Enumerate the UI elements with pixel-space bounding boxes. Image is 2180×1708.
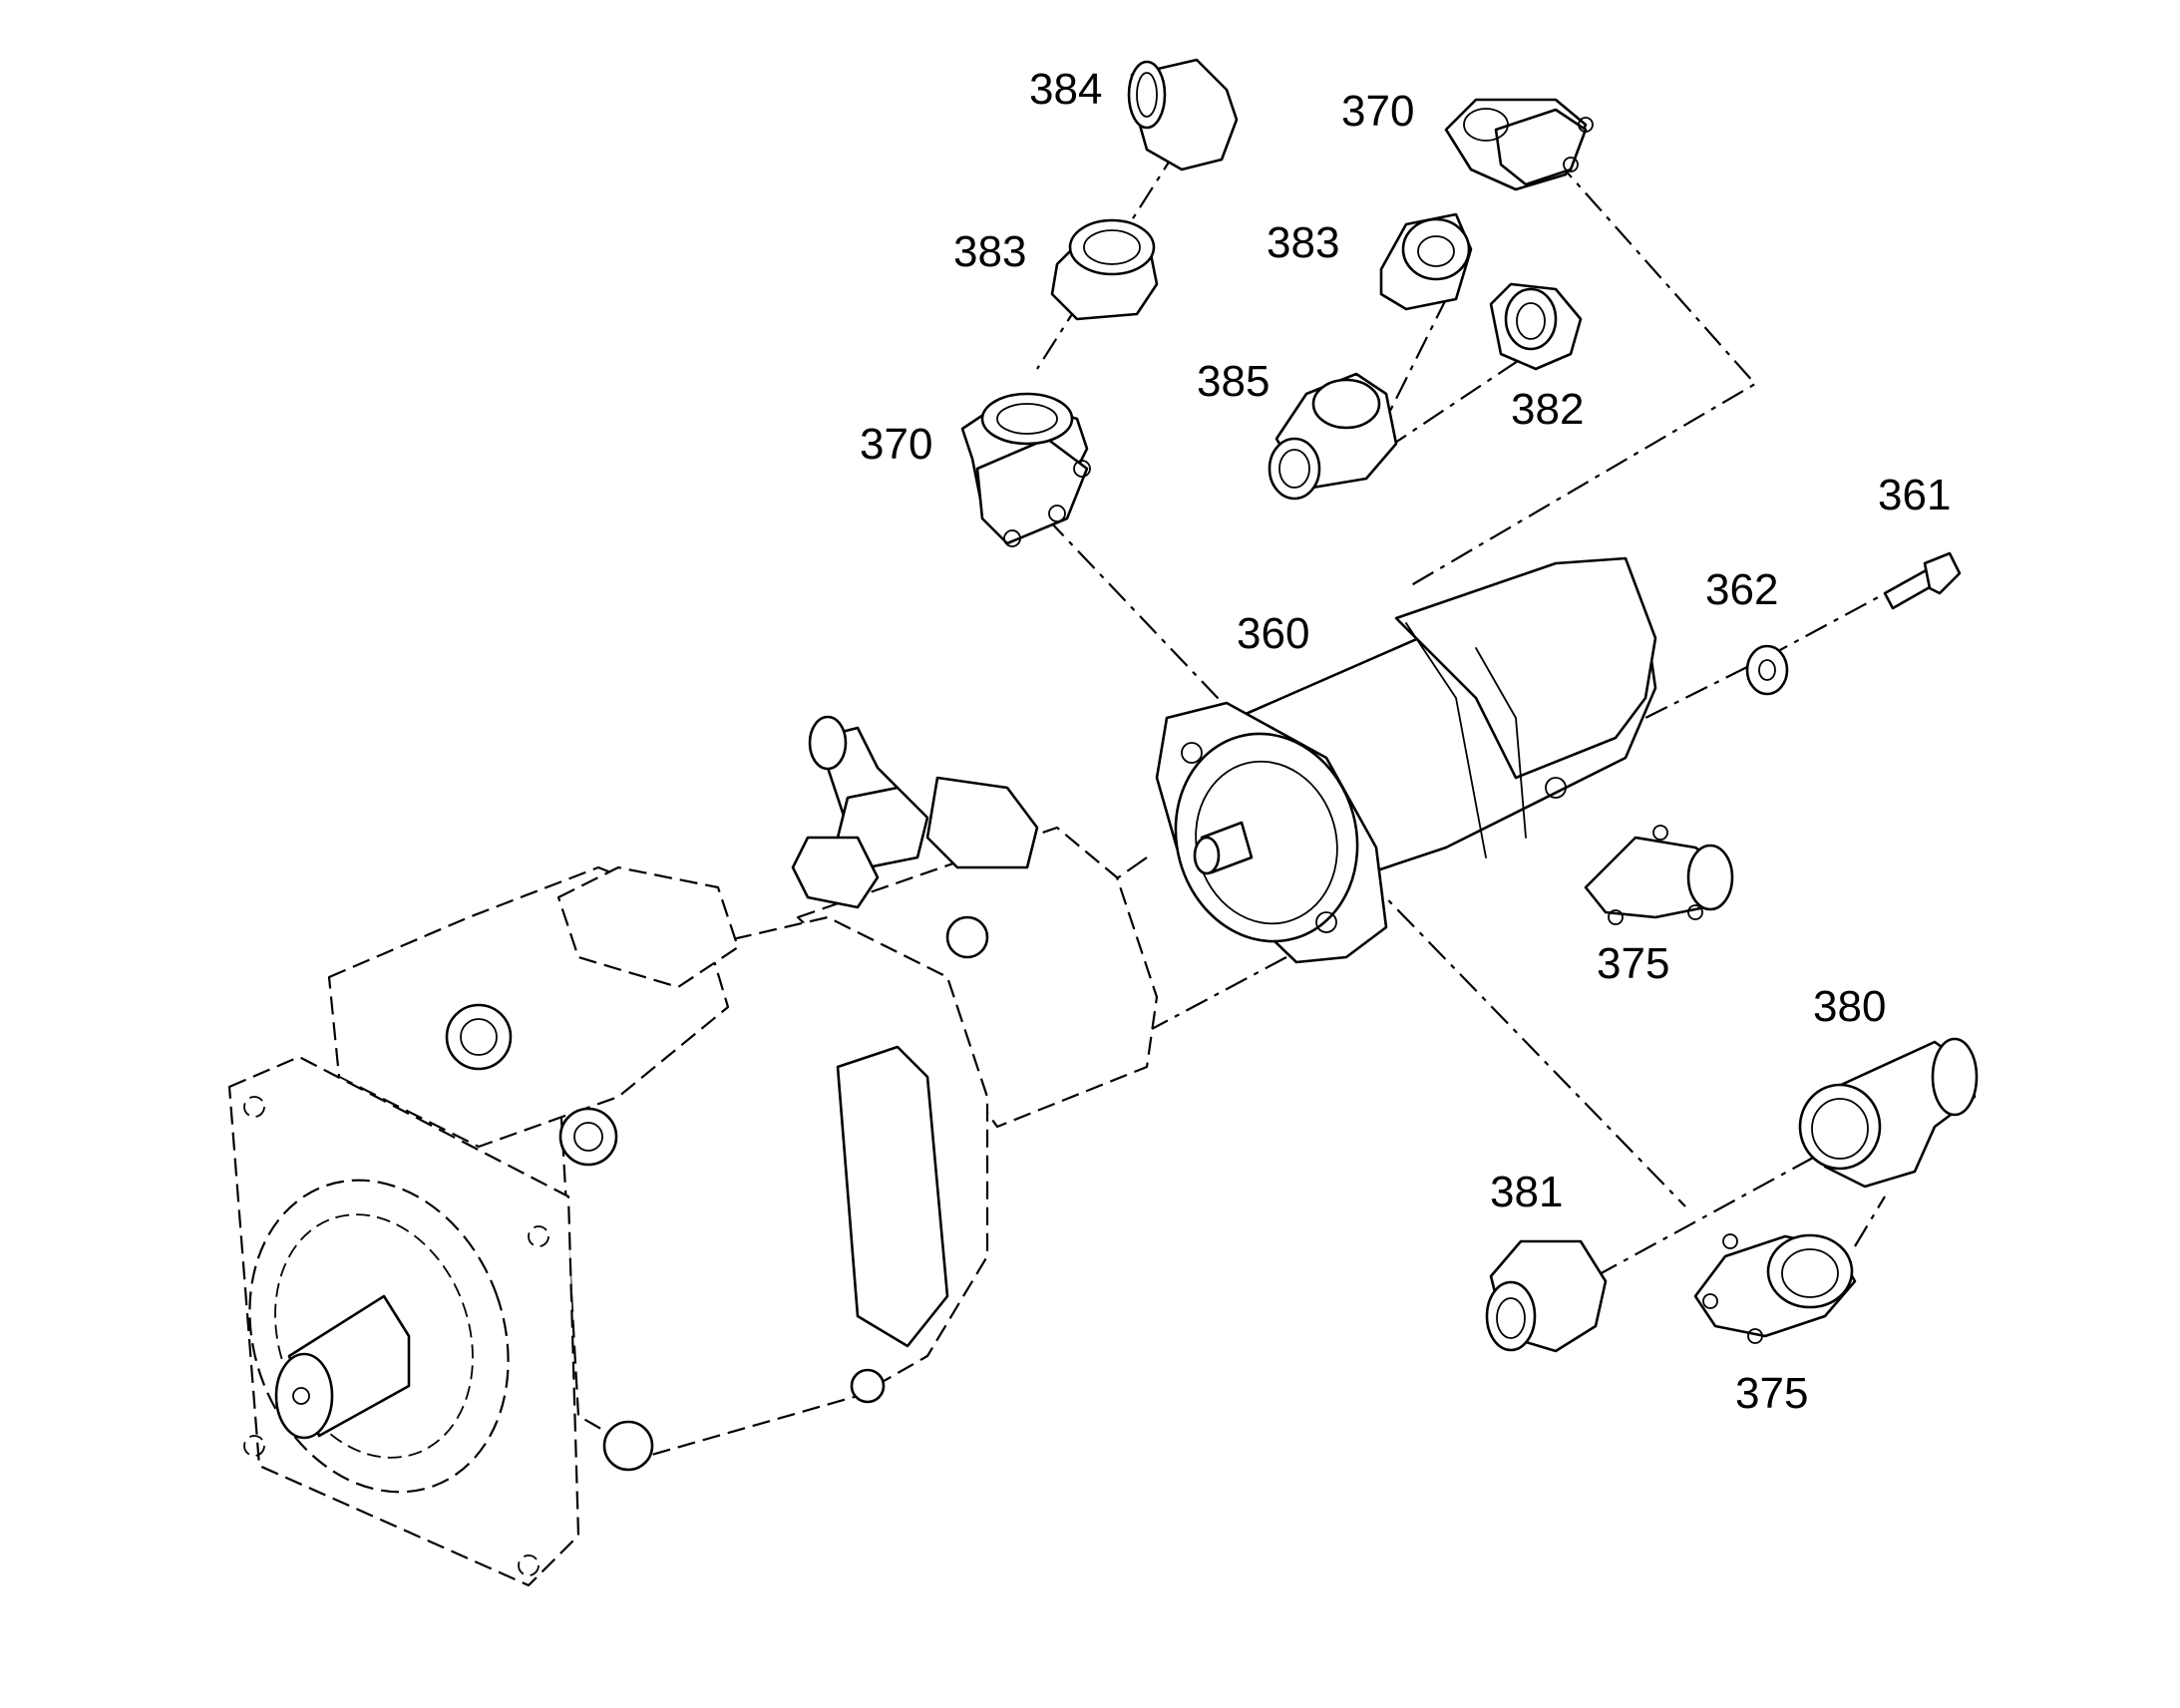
pump-port-bore — [460, 1018, 498, 1056]
part-385-tee — [1268, 372, 1398, 501]
gear-pump-rear-section — [1394, 556, 1657, 780]
tee-side-bore — [1278, 449, 1310, 489]
flange-opening — [1463, 108, 1509, 142]
part-383-adapter-upper — [1050, 218, 1159, 321]
flange-stud — [1073, 460, 1091, 478]
adapter-bore — [1417, 235, 1455, 267]
pump-top-flange — [925, 776, 1039, 869]
part-384-elbow — [1127, 58, 1239, 171]
gear-pump-port — [1545, 777, 1567, 799]
flange-stud — [1563, 157, 1579, 172]
pump-drain-plug — [850, 1368, 886, 1404]
gear-pump-shaft-end — [1193, 836, 1221, 875]
flange-stud — [1048, 505, 1066, 522]
gear-pump-flange-hole — [1315, 911, 1337, 933]
flange-bore — [1781, 1248, 1839, 1298]
flange-bolt-hole — [243, 1435, 265, 1457]
flange-opening — [980, 392, 1074, 446]
pump-top-valve — [556, 865, 740, 989]
adapter-top-bore — [1083, 229, 1141, 265]
callout-361: 361 — [1878, 471, 1951, 519]
gear-pump-flange-hole — [1181, 742, 1203, 764]
flange-opening — [1686, 844, 1734, 911]
washer-hole — [1758, 659, 1776, 681]
flange-stud — [1652, 825, 1668, 841]
elbow-opening-inner — [1136, 72, 1158, 118]
callout-360: 360 — [1237, 609, 1309, 658]
elbow-opening — [1127, 60, 1167, 130]
part-375-flange-upper — [1584, 825, 1734, 925]
callout-375: 375 — [1597, 939, 1669, 988]
elbow-front-bore — [1811, 1098, 1869, 1160]
callout-383: 383 — [953, 227, 1026, 276]
flange-stud — [1003, 529, 1021, 547]
pump-adjust-screw — [558, 1107, 618, 1167]
adapter-top-ring — [1068, 218, 1156, 276]
tee-top-opening — [1311, 378, 1381, 430]
flange-stud — [1702, 1293, 1718, 1309]
leader-385-to-382 — [1385, 348, 1537, 450]
callout-383: 383 — [1267, 218, 1339, 267]
flange-stud — [1687, 904, 1703, 920]
leader-375-to-380 — [1854, 1196, 1886, 1247]
part-382-nut — [1489, 282, 1583, 371]
adapter-opening — [1401, 217, 1471, 281]
flange-opening-inner — [996, 403, 1058, 435]
callout-labels: 384 383 370 370 383 385 382 361 362 360 … — [860, 65, 1951, 1418]
leader-370-to-360 — [1046, 517, 1238, 719]
flange-bolt-hole — [243, 1096, 265, 1118]
nut-bore — [1516, 302, 1546, 340]
main-pump-assembly — [227, 715, 1159, 1587]
adapter-bore — [1496, 1297, 1526, 1339]
leader-381-to-375 — [1595, 1156, 1816, 1277]
tee-side-opening — [1268, 437, 1321, 501]
washer-outer — [1745, 644, 1789, 696]
pump-port-boss — [445, 1003, 513, 1071]
flange-stud — [1722, 1233, 1738, 1249]
pump-plug — [945, 915, 989, 959]
part-383-adapter-right — [1379, 212, 1473, 311]
pump-elbow-end — [808, 715, 848, 771]
callout-381: 381 — [1490, 1168, 1563, 1216]
gear-pump-section-line — [1405, 622, 1487, 858]
bolt-head — [1923, 551, 1962, 595]
pump-side-fitting — [791, 836, 880, 909]
part-370-flange-left — [960, 392, 1091, 547]
pump-side-plug — [602, 1420, 654, 1472]
callout-370: 370 — [860, 420, 932, 469]
flange-bolt-hole — [518, 1554, 540, 1576]
leader-370b-to-360 — [1405, 159, 1757, 589]
part-380-elbow — [1798, 1037, 1979, 1189]
callout-382: 382 — [1511, 385, 1584, 434]
part-370-flange-right — [1444, 98, 1594, 191]
callout-370: 370 — [1341, 87, 1414, 136]
elbow-front-opening — [1798, 1083, 1882, 1171]
part-375-flange-lower — [1693, 1233, 1857, 1344]
elbow-end-ring — [1931, 1037, 1979, 1117]
part-362-washer — [1745, 644, 1789, 696]
pump-shaft-end — [274, 1352, 334, 1440]
part-360-gear-pump — [1155, 556, 1657, 964]
flange-stud — [1608, 909, 1624, 925]
gear-pump-section-line — [1475, 647, 1527, 839]
adapter-face — [1485, 1280, 1537, 1352]
flange-stud — [1578, 117, 1594, 133]
callout-385: 385 — [1197, 357, 1270, 406]
flange-bolt-hole — [528, 1225, 549, 1247]
part-361-bolt — [1883, 551, 1962, 610]
callout-380: 380 — [1813, 982, 1886, 1031]
leader-360-to-361 — [1605, 587, 1896, 739]
callout-375: 375 — [1735, 1369, 1808, 1418]
callout-362: 362 — [1705, 565, 1778, 614]
part-381-adapter — [1485, 1239, 1608, 1353]
flange-stud — [1747, 1328, 1763, 1344]
pump-shaft-center — [292, 1387, 310, 1405]
leader-pump-to-360-lower — [1136, 956, 1287, 1038]
pump-side-bracket — [836, 1045, 949, 1348]
leader-360-to-380 — [1365, 876, 1686, 1207]
pump-adjust-screw-center — [573, 1122, 603, 1152]
callout-384: 384 — [1029, 65, 1102, 114]
nut-face — [1504, 287, 1558, 351]
